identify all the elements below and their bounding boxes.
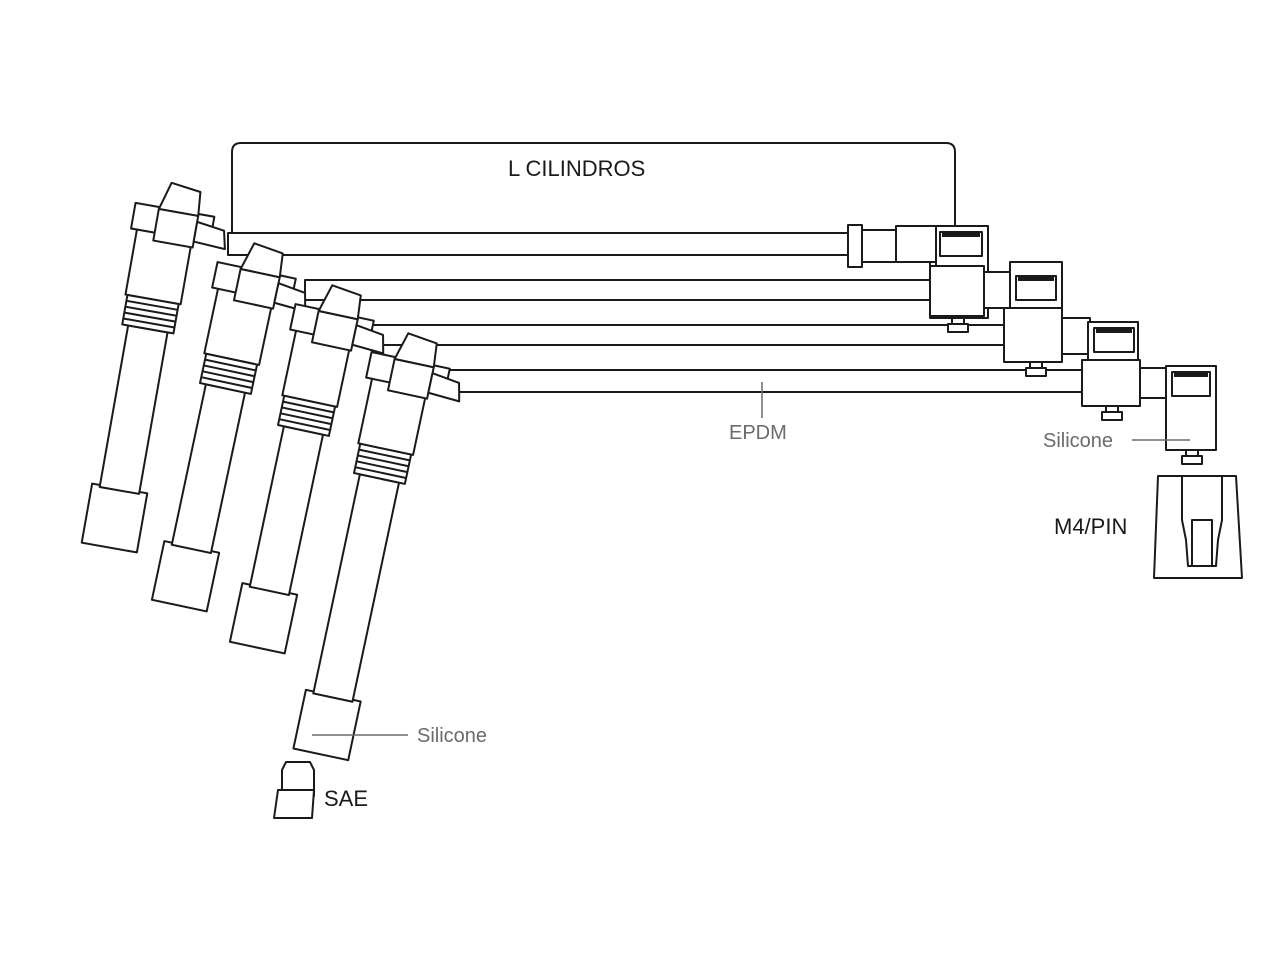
spark-plug-boot-2 [150, 242, 307, 613]
cable-1 [227, 232, 849, 256]
diagram-title: L CILINDROS [508, 156, 646, 181]
coil-boot-3 [1003, 307, 1139, 377]
plug-silicone-label: Silicone [417, 725, 488, 747]
sae-terminal-icon [273, 761, 315, 819]
cable-3 [371, 324, 1013, 346]
spark-plug-boot-4 [292, 332, 461, 762]
m4-pin-terminal-icon [1153, 475, 1243, 579]
m4-pin-label: M4/PIN [1054, 514, 1128, 539]
length-bracket [231, 142, 956, 232]
sae-label: SAE [324, 786, 369, 811]
coil-silicone-label: Silicone [1043, 430, 1114, 452]
coil-boot-4 [1081, 359, 1217, 465]
cable-1-end-collar [847, 224, 899, 268]
epdm-label: EPDM [729, 422, 787, 444]
cable-2 [304, 279, 931, 301]
spark-plug-boot-1 [80, 181, 226, 554]
coil-boot-2 [929, 261, 1063, 317]
spark-plug-boot-3 [228, 284, 385, 655]
